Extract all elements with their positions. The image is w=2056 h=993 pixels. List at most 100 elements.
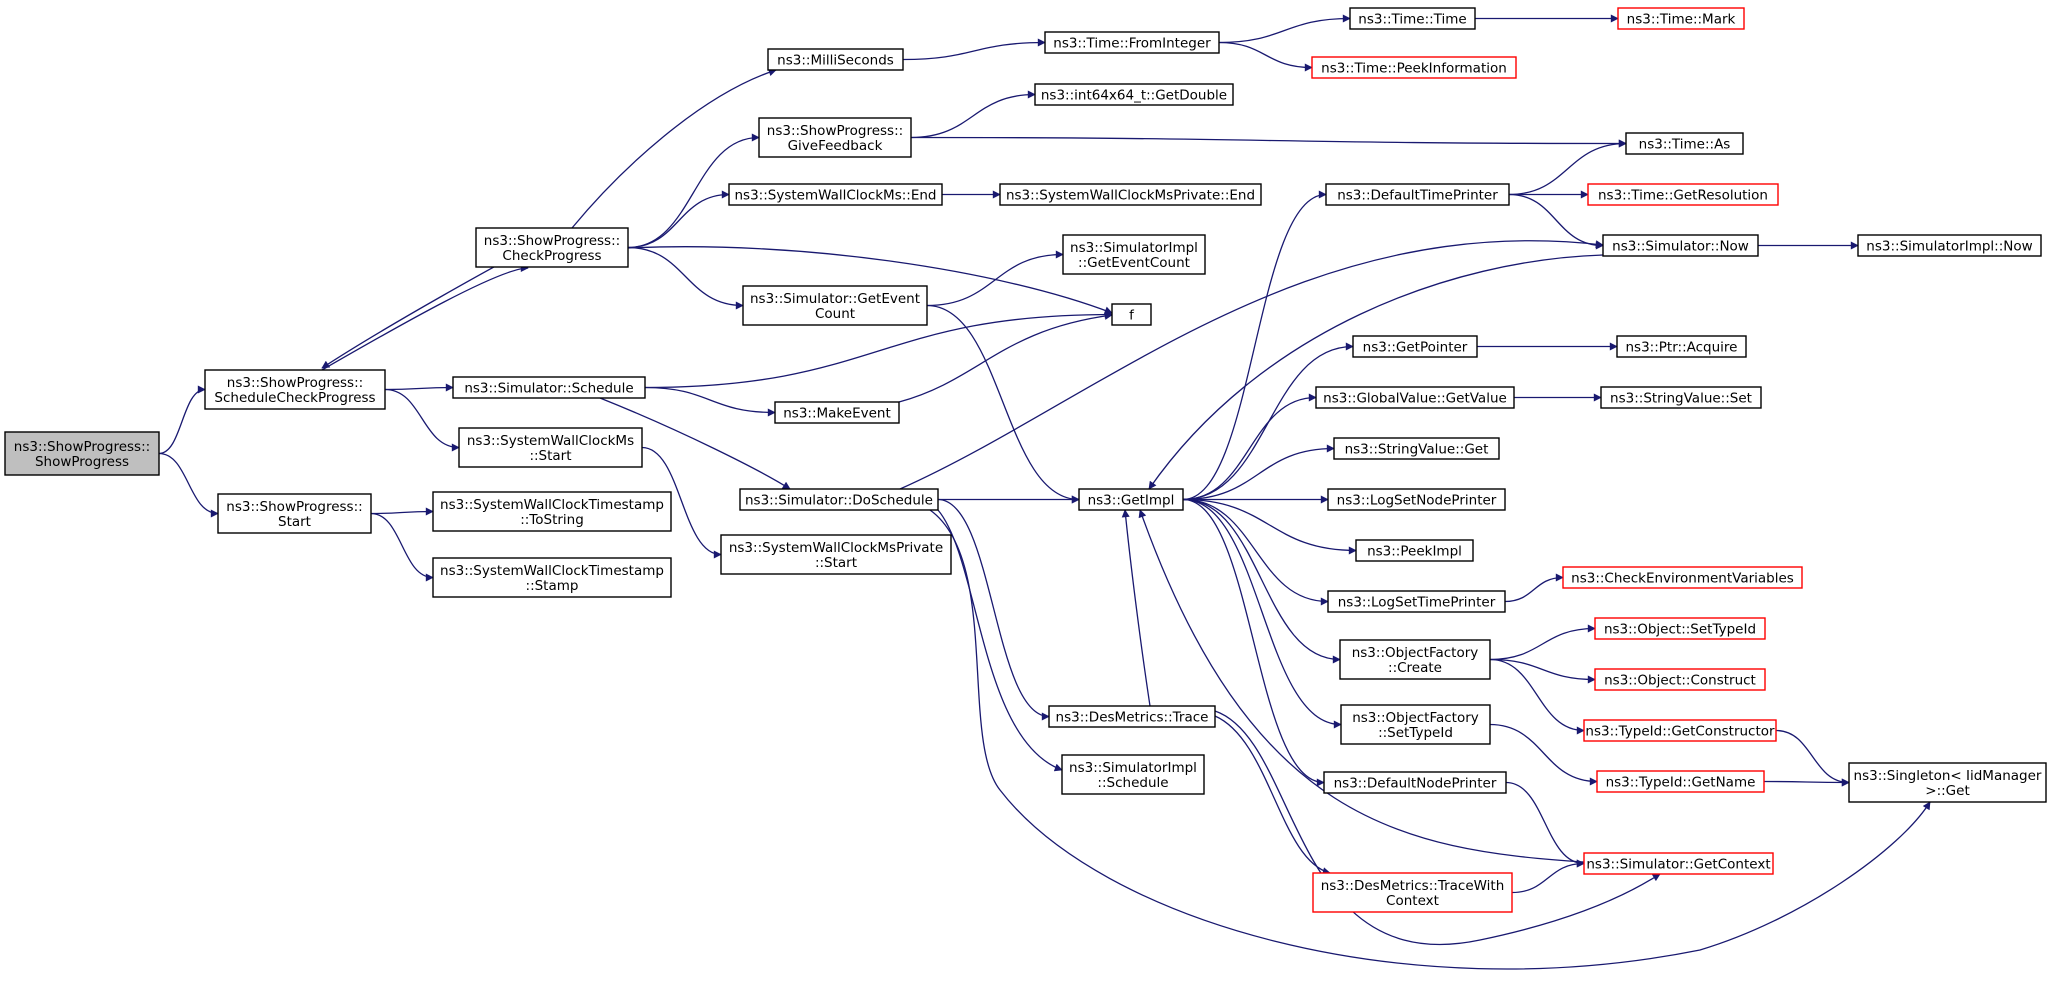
- node-gf[interactable]: ns3::ShowProgress::GiveFeedback: [758, 117, 912, 158]
- node-gp[interactable]: ns3::GetPointer: [1352, 335, 1478, 358]
- node-ofc[interactable]: ns3::ObjectFactory::Create: [1339, 639, 1491, 680]
- node-lstp[interactable]: ns3::LogSetTimePrinter: [1327, 590, 1506, 613]
- node-label: Count: [815, 306, 855, 322]
- node-label: ns3::MilliSeconds: [777, 53, 894, 69]
- node-gd[interactable]: ns3::int64x64_t::GetDouble: [1034, 83, 1234, 106]
- node-sig[interactable]: ns3::Singleton< IidManager >::Get: [1848, 762, 2047, 803]
- node-gvg[interactable]: ns3::GlobalValue::GetValue: [1315, 386, 1515, 409]
- node-pa[interactable]: ns3::Ptr::Acquire: [1616, 335, 1747, 358]
- node-ds[interactable]: ns3::Simulator::DoSchedule: [739, 488, 939, 511]
- node-swcpe[interactable]: ns3::SystemWallClockMsPrivate::End: [999, 183, 1262, 206]
- edge-sgc-to-gi: [1138, 509, 1585, 863]
- node-box: [1596, 770, 1765, 793]
- node-swcps[interactable]: ns3::SystemWallClockMsPrivate::Start: [720, 534, 952, 575]
- node-box: [1078, 488, 1184, 511]
- node-tst[interactable]: ns3::SystemWallClockTimestamp::Stamp: [432, 557, 672, 598]
- edge-sps-to-tts: [370, 507, 434, 516]
- node-oc[interactable]: ns3::Object::Construct: [1594, 668, 1766, 691]
- node-tgc[interactable]: ns3::TypeId::GetConstructor: [1583, 719, 1777, 742]
- node-ta[interactable]: ns3::Time::As: [1625, 132, 1744, 155]
- edge-cp-to-f: [627, 246, 1113, 315]
- edge-fi-to-tt: [1218, 14, 1351, 44]
- node-box: [1315, 386, 1515, 409]
- node-box: [758, 117, 912, 158]
- node-tts[interactable]: ns3::SystemWallClockTimestamp::ToString: [432, 491, 672, 532]
- node-swce[interactable]: ns3::SystemWallClockMs::End: [728, 183, 943, 206]
- node-svg[interactable]: ns3::StringValue::Get: [1333, 437, 1500, 460]
- node-tgr[interactable]: ns3::Time::GetResolution: [1587, 183, 1779, 206]
- node-gec[interactable]: ns3::Simulator::GetEventCount: [742, 285, 928, 326]
- edge-tgc-to-sig: [1775, 729, 1850, 787]
- node-label: ns3::ShowProgress::: [767, 123, 903, 139]
- node-tm[interactable]: ns3::Time::Mark: [1617, 7, 1745, 30]
- edge-dmt-to-sgc: [1214, 710, 1661, 946]
- node-label: ::SetTypeId: [1378, 725, 1453, 741]
- node-label: ns3::ObjectFactory: [1352, 645, 1479, 661]
- node-label: ns3::Object::Construct: [1604, 673, 1756, 689]
- node-dnp[interactable]: ns3::DefaultNodePrinter: [1323, 771, 1507, 794]
- edge-dnp-to-sgc: [1505, 781, 1585, 868]
- node-sis[interactable]: ns3::SimulatorImpl::Schedule: [1061, 754, 1205, 795]
- node-label: ns3::DefaultNodePrinter: [1334, 776, 1497, 792]
- node-cp[interactable]: ns3::ShowProgress::CheckProgress: [475, 227, 629, 268]
- node-label: ScheduleCheckProgress: [214, 390, 375, 406]
- node-box: [999, 183, 1262, 206]
- edge-gi-to-svg: [1182, 444, 1335, 501]
- edge-gi-to-gvg: [1182, 393, 1317, 501]
- edge-ds-to-sn: [899, 240, 1604, 490]
- edge-root-to-scp: [158, 385, 206, 455]
- node-sn[interactable]: ns3::Simulator::Now: [1602, 234, 1759, 257]
- node-fi[interactable]: ns3::Time::FromInteger: [1044, 31, 1220, 54]
- node-label: ns3::ShowProgress::: [484, 233, 620, 249]
- node-label: ns3::Time::Time: [1358, 12, 1466, 28]
- node-box: [1044, 31, 1220, 54]
- edge-ofc-to-tgc: [1489, 658, 1585, 735]
- node-label: f: [1129, 308, 1135, 324]
- node-f[interactable]: f: [1111, 303, 1152, 326]
- node-dmt[interactable]: ns3::DesMetrics::Trace: [1048, 705, 1216, 728]
- edge-ds-to-dmt: [937, 498, 1050, 721]
- node-label: ns3::ShowProgress::: [226, 499, 362, 515]
- node-cev[interactable]: ns3::CheckEnvironmentVariables: [1562, 566, 1803, 589]
- node-swcs[interactable]: ns3::SystemWallClockMs::Start: [458, 427, 643, 468]
- node-box: [1327, 590, 1506, 613]
- edge-ofs-to-tgn: [1489, 723, 1598, 786]
- edge-dmt-to-gi: [1121, 509, 1151, 707]
- node-ms[interactable]: ns3::MilliSeconds: [767, 48, 904, 71]
- node-label: ns3::Simulator::Schedule: [464, 381, 633, 397]
- node-box: [1616, 335, 1747, 358]
- edge-sps-to-tst: [370, 512, 434, 582]
- node-sigec[interactable]: ns3::SimulatorImpl::GetEventCount: [1062, 234, 1206, 275]
- node-me[interactable]: ns3::MakeEvent: [774, 401, 900, 424]
- node-dtp[interactable]: ns3::DefaultTimePrinter: [1325, 183, 1510, 206]
- node-scp[interactable]: ns3::ShowProgress::ScheduleCheckProgress: [204, 369, 386, 410]
- node-label: ns3::StringValue::Set: [1610, 391, 1752, 407]
- node-label: ns3::LogSetTimePrinter: [1338, 595, 1496, 611]
- node-ofs[interactable]: ns3::ObjectFactory::SetTypeId: [1340, 704, 1491, 745]
- node-gi[interactable]: ns3::GetImpl: [1078, 488, 1184, 511]
- node-sps[interactable]: ns3::ShowProgress::Start: [217, 493, 372, 534]
- node-svs[interactable]: ns3::StringValue::Set: [1600, 386, 1762, 409]
- node-label: ns3::Simulator::DoSchedule: [745, 493, 933, 509]
- node-box: [1587, 183, 1779, 206]
- node-pi[interactable]: ns3::PeekImpl: [1355, 539, 1474, 562]
- node-tt[interactable]: ns3::Time::Time: [1349, 7, 1476, 30]
- edge-ds-to-sig: [929, 509, 1931, 970]
- node-label: ns3::TypeId::GetConstructor: [1585, 724, 1775, 740]
- edge-ofc-to-oc: [1489, 658, 1596, 684]
- node-sgc[interactable]: ns3::Simulator::GetContext: [1583, 852, 1774, 875]
- node-lsnp[interactable]: ns3::LogSetNodePrinter: [1327, 488, 1506, 511]
- node-tgn[interactable]: ns3::TypeId::GetName: [1596, 770, 1765, 793]
- node-ost[interactable]: ns3::Object::SetTypeId: [1594, 617, 1766, 640]
- node-label: ::Start: [529, 448, 571, 464]
- node-label: ns3::Time::GetResolution: [1598, 188, 1768, 204]
- node-box: [1048, 705, 1216, 728]
- node-tpi[interactable]: ns3::Time::PeekInformation: [1311, 56, 1517, 79]
- node-sin[interactable]: ns3::SimulatorImpl::Now: [1857, 234, 2042, 257]
- node-box: [720, 534, 952, 575]
- node-ss[interactable]: ns3::Simulator::Schedule: [452, 376, 646, 399]
- edge-scp-to-cp: [321, 264, 529, 371]
- node-box: [1583, 719, 1777, 742]
- node-root[interactable]: ns3::ShowProgress::ShowProgress: [4, 431, 160, 476]
